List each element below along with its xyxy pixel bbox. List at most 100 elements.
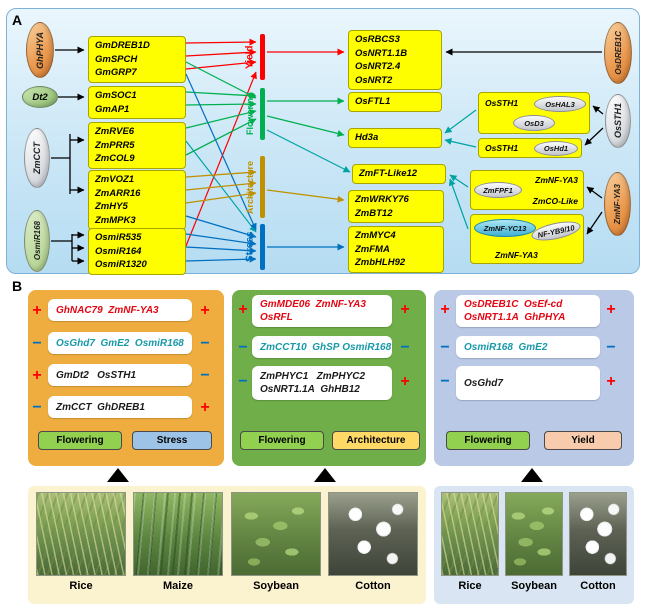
effect-symbol: − bbox=[32, 399, 42, 416]
gene-label: ZmHY5 bbox=[95, 201, 128, 212]
photo-cotton bbox=[328, 492, 418, 576]
gene-label: OsNRT2 bbox=[355, 74, 393, 86]
gene-label: ZmCCT bbox=[32, 142, 42, 174]
gene-label: ZmNF-YA3 bbox=[535, 175, 578, 185]
trait-stress: Stress bbox=[132, 431, 212, 450]
gene-label: GhPHYA bbox=[35, 31, 45, 69]
gene-row: OsmiR168 GmE2 bbox=[456, 336, 600, 358]
gene-list: OsmiR168 GmE2 bbox=[464, 341, 548, 353]
gene-row: ZmCCT GhDREB1 bbox=[48, 396, 192, 418]
gene-label: ZmMPK3 bbox=[95, 214, 136, 226]
photo-cotton bbox=[569, 492, 627, 576]
gene-group-1: GmDREB1D GmSPCH GmGRP7 bbox=[88, 36, 186, 83]
effect-symbol: − bbox=[32, 335, 42, 352]
gene-row: ZmCCT10 GhSP OsmiR168 bbox=[252, 336, 392, 358]
category-stress: Stress bbox=[244, 231, 256, 263]
photo-maize bbox=[133, 492, 223, 576]
crop-label: Soybean bbox=[511, 580, 557, 592]
effect-symbol: − bbox=[400, 339, 410, 356]
source-oval-ghphya: GhPHYA bbox=[26, 22, 54, 78]
gene-list: OsGhd7 GmE2 OsmiR168 bbox=[56, 337, 184, 349]
gene-row: GmDt2 OsSTH1 bbox=[48, 364, 192, 386]
gene-group-4: ZmVOZ1 ZmARR16 ZmHY5 ZmMPK3 bbox=[88, 170, 186, 230]
gene-label: ZmWRKY76 bbox=[355, 194, 409, 205]
triangle-pointer-icon bbox=[521, 468, 543, 482]
target-box-osftl1: OsFTL1 bbox=[348, 92, 442, 112]
category-flowering: Flowering bbox=[245, 92, 255, 136]
crop-label: Cotton bbox=[355, 580, 391, 592]
category-yield: Yield bbox=[244, 45, 256, 69]
gene-row: GhNAC79 ZmNF-YA3 bbox=[48, 299, 192, 321]
effect-symbol: + bbox=[200, 399, 210, 416]
gene-label: OsSTH1 bbox=[613, 103, 623, 139]
target-box-architecture: ZmWRKY76 ZmBT12 bbox=[348, 190, 444, 223]
gene-row: GmMDE06 ZmNF-YA3 OsRFL bbox=[252, 295, 392, 327]
gene-label: ZmNF-YC13 bbox=[474, 219, 536, 237]
gene-label: OsNRT2.4 bbox=[355, 61, 401, 72]
gene-row: OsGhd7 bbox=[456, 366, 600, 400]
gene-row: ZmPHYC1 ZmPHYC2 OsNRT1.1A GhHB12 bbox=[252, 366, 392, 400]
trait-architecture: Architecture bbox=[332, 431, 420, 450]
effect-symbol: + bbox=[440, 301, 450, 318]
gene-label: ZmARR16 bbox=[95, 187, 141, 199]
gene-label: NF-YB9/10 bbox=[529, 217, 583, 245]
effect-symbol: − bbox=[200, 367, 210, 384]
gene-list: OsNRT1.1A GhHB12 bbox=[260, 384, 360, 395]
gene-label: ZmMYC4 bbox=[355, 230, 396, 241]
gene-list: GmDt2 OsSTH1 bbox=[56, 369, 137, 381]
gene-label: ZmCO-Like bbox=[532, 196, 578, 206]
gene-group-3: ZmRVE6 ZmPRR5 ZmCOL9 bbox=[88, 122, 186, 169]
source-oval-zmcct: ZmCCT bbox=[24, 128, 50, 188]
crop-label: Rice bbox=[458, 580, 482, 592]
gene-list: ZmCCT GhDREB1 bbox=[56, 401, 145, 413]
gene-label: ZmPRR5 bbox=[95, 139, 135, 151]
source-oval-osmir168: OsmiR168 bbox=[24, 210, 50, 272]
flowering-bar bbox=[260, 88, 265, 140]
target-box-hd3a: Hd3a bbox=[348, 128, 442, 148]
crop-label: Rice bbox=[69, 580, 93, 592]
complex-zmnf-ya3-zmfpf1: ZmNF-YA3 ZmFPF1 ZmCO-Like bbox=[470, 170, 584, 210]
effect-symbol: + bbox=[238, 301, 248, 318]
gene-label: ZmFT-Like12 bbox=[359, 168, 418, 179]
effect-symbol: − bbox=[238, 373, 248, 390]
effect-symbol: + bbox=[32, 367, 42, 384]
trait-yield: Yield bbox=[544, 431, 622, 450]
gene-label: OsHAL3 bbox=[534, 96, 586, 112]
complex-ossth1-oshd1: OsSTH1 OsHd1 bbox=[478, 138, 582, 158]
gene-list: ZmCCT10 GhSP OsmiR168 bbox=[260, 341, 392, 353]
gene-list: OsNRT1.1A GhPHYA bbox=[464, 312, 566, 323]
gene-label: OsSTH1 bbox=[485, 143, 519, 153]
triangle-pointer-icon bbox=[314, 468, 336, 482]
effect-symbol: − bbox=[200, 335, 210, 352]
effect-symbol: + bbox=[200, 302, 210, 319]
crop-label: Maize bbox=[163, 580, 193, 592]
category-architecture: Architecture bbox=[245, 160, 255, 214]
effect-symbol: + bbox=[400, 373, 410, 390]
gene-label: ZmFPF1 bbox=[474, 182, 522, 198]
gene-label: GmDREB1D bbox=[95, 40, 150, 51]
photo-soybean bbox=[505, 492, 563, 576]
gene-label: OsDREB1C bbox=[613, 31, 623, 75]
effect-symbol: + bbox=[606, 373, 616, 390]
gene-label: Hd3a bbox=[355, 132, 379, 143]
crop-label: Cotton bbox=[580, 580, 616, 592]
target-box-stress: ZmMYC4 ZmFMA ZmbHLH92 bbox=[348, 226, 444, 273]
target-box-yield: OsRBCS3 OsNRT1.1B OsNRT2.4 OsNRT2 bbox=[348, 30, 442, 90]
gene-label: GmGRP7 bbox=[95, 67, 137, 78]
gene-list: OsRFL bbox=[260, 312, 293, 323]
gene-row: OsDREB1C OsEf-cd OsNRT1.1A GhPHYA bbox=[456, 295, 600, 327]
gene-label: ZmNF-YA3 bbox=[495, 250, 538, 260]
gene-label: OsD3 bbox=[513, 115, 555, 131]
regulator-oval-osdreb1c: OsDREB1C bbox=[604, 22, 632, 84]
gene-label: OsFTL1 bbox=[355, 96, 391, 107]
complex-ossth1-oshal3-osd3: OsSTH1 OsHAL3 OsD3 bbox=[478, 92, 590, 134]
gene-label: ZmNF-YA3 bbox=[613, 183, 622, 225]
gene-label: OsNRT1.1B bbox=[355, 47, 408, 59]
gene-group-2: GmSOC1 GmAP1 bbox=[88, 86, 186, 119]
gene-label: ZmFMA bbox=[355, 243, 390, 255]
gene-list: GhNAC79 ZmNF-YA3 bbox=[56, 304, 159, 316]
photo-soybean bbox=[231, 492, 321, 576]
panel-a-label: A bbox=[12, 12, 23, 28]
effect-symbol: − bbox=[238, 339, 248, 356]
